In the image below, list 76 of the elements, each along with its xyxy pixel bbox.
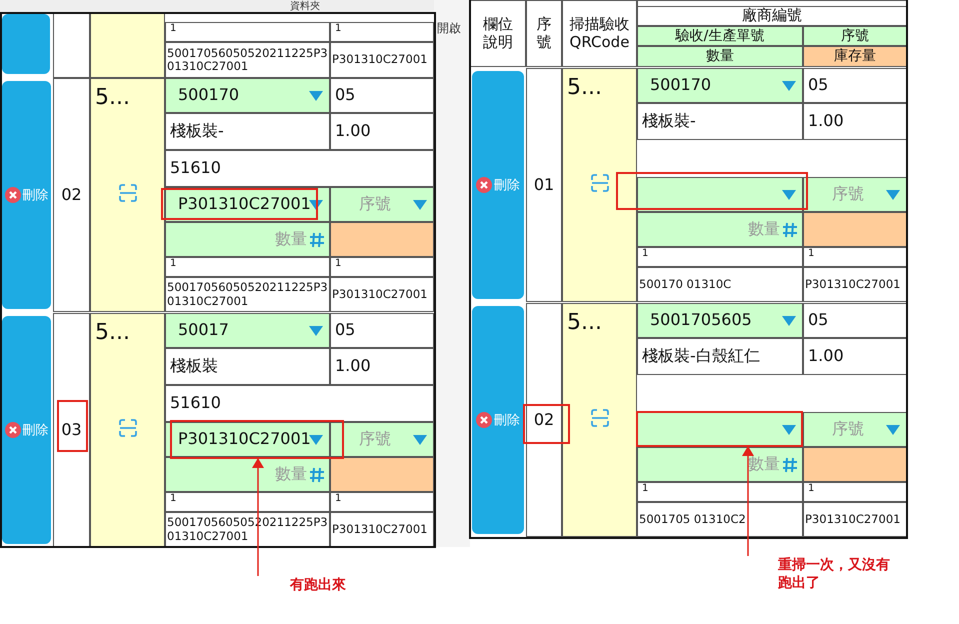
column-header: 數量: [637, 46, 803, 67]
dropdown-field: 5001705605: [637, 303, 803, 338]
data-value: 1.00: [803, 338, 907, 375]
barcode-value: P301310C27001: [330, 512, 434, 547]
count-value: 1: [637, 482, 803, 502]
qr-value-text: 5...: [95, 85, 130, 110]
data-value: 51610: [165, 150, 434, 187]
column-header: 庫存量: [803, 46, 907, 67]
data-value: 1.00: [330, 348, 434, 385]
delete-button: 刪除: [472, 71, 524, 299]
menu-label: 開啟: [437, 20, 461, 37]
row-number: 02: [526, 303, 562, 537]
barcode-value: P301310C27001: [803, 502, 907, 537]
column-header: 驗收/生產單號: [637, 26, 803, 46]
dropdown-field: P301310C27001: [165, 422, 330, 457]
row-number: 03: [53, 313, 90, 547]
data-value: 05: [330, 313, 434, 348]
highlight-box: [161, 188, 318, 220]
arrow: [252, 458, 264, 576]
highlight-box: [170, 420, 344, 459]
column-header: 廠商編號: [637, 6, 907, 26]
data-value: 棧板裝-: [637, 103, 803, 140]
data-value: 棧板裝: [165, 348, 330, 385]
count-value: 1: [803, 482, 907, 502]
highlight-box: [523, 404, 570, 444]
barcode-value: P301310C27001: [330, 42, 434, 78]
row-number: 01: [526, 68, 562, 302]
barcode-value: 500170 01310C: [637, 267, 803, 302]
data-value: 1.00: [803, 103, 907, 140]
data-value: 05: [330, 78, 434, 113]
barcode-value: P301310C27001: [803, 267, 907, 302]
data-value: 棧板裝-: [165, 113, 330, 150]
qr-value-text: 5...: [95, 320, 130, 346]
dropdown-field: 500170: [165, 78, 330, 113]
annotation-text: 有跑出來: [250, 576, 366, 598]
count-value: 1: [330, 492, 434, 512]
serial-dropdown-field: 序號: [803, 177, 907, 212]
count-value: 1: [803, 247, 907, 267]
delete-button: 刪除: [2, 316, 51, 544]
count-value: 1: [637, 247, 803, 267]
delete-button: 刪除: [472, 306, 524, 534]
barcode-value: 5001705 01310C2: [637, 502, 803, 537]
count-value: 1: [165, 492, 330, 512]
column-header: 序號: [803, 26, 907, 46]
delete-button: 刪除: [2, 81, 51, 309]
quantity-input-field: 數量: [637, 212, 803, 247]
dropdown-field: 500170: [637, 68, 803, 103]
data-value: 51610: [165, 385, 434, 422]
qr-value-text: 5...: [567, 310, 602, 336]
column-header: 掃描驗收QRCode: [562, 0, 637, 67]
quantity-input-field: 數量: [165, 222, 330, 257]
quantity-input-field: 數量: [165, 457, 330, 492]
annotation-text: 重掃一次，又沒有跑出了: [740, 556, 896, 598]
toolbar-label: 資料夾: [290, 0, 320, 13]
count-value: 1: [165, 257, 330, 277]
row-number: 02: [53, 78, 90, 312]
data-value: 05: [803, 68, 907, 103]
data-value: 1.00: [330, 113, 434, 150]
dropdown-field: 50017: [165, 313, 330, 348]
count-value: 1: [330, 257, 434, 277]
count-value: 1: [165, 22, 330, 42]
barcode-value: 50017056050520211225P301310C27001: [165, 42, 330, 78]
data-value: 05: [803, 303, 907, 338]
column-header: 序號: [526, 0, 562, 67]
barcode-value: 50017056050520211225P301310C27001: [165, 277, 330, 312]
highlight-box: [616, 172, 808, 210]
count-value: 1: [330, 22, 434, 42]
serial-dropdown-field: 序號: [330, 187, 434, 222]
barcode-value: P301310C27001: [330, 277, 434, 312]
highlight-box: [57, 400, 88, 452]
serial-dropdown-field: 序號: [330, 422, 434, 457]
data-value: 棧板裝-白殼紅仁: [637, 338, 803, 375]
column-header: 欄位說明: [470, 0, 526, 67]
arrow: [742, 446, 754, 556]
serial-dropdown-field: 序號: [803, 412, 907, 447]
qr-value-text: 5...: [567, 75, 602, 100]
